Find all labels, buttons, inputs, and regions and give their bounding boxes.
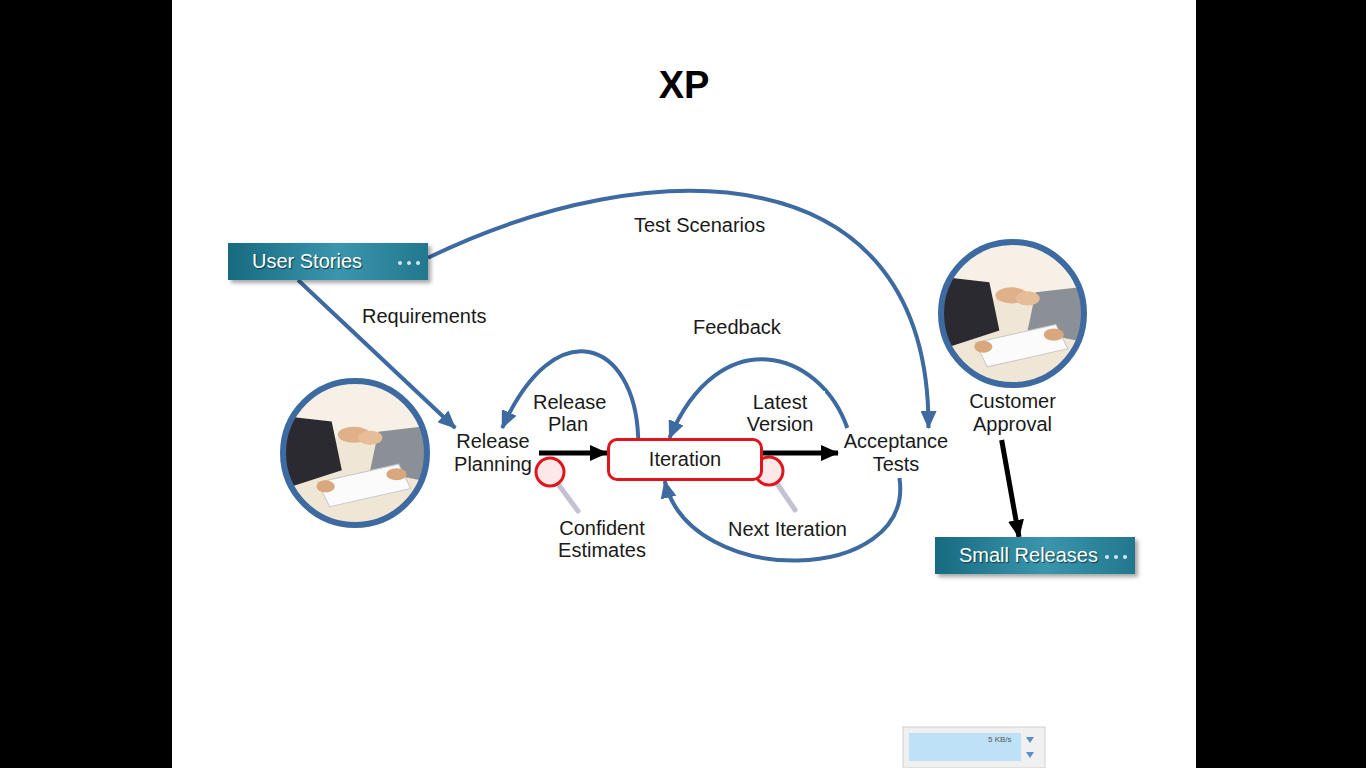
box-text: Iteration xyxy=(610,441,760,478)
connector xyxy=(1002,440,1019,537)
side-bar xyxy=(0,0,172,768)
banner-dot xyxy=(407,261,411,265)
node-text: Acceptance Tests xyxy=(840,430,952,476)
banner-text: User Stories xyxy=(228,243,428,280)
edge-label: Feedback xyxy=(693,316,781,338)
banner-dot xyxy=(1105,555,1109,559)
edge-label: Next Iteration xyxy=(728,518,847,540)
handshake-photo xyxy=(935,238,1090,390)
annotation: Confident Estimates xyxy=(547,517,657,561)
banner-box: Small Releases xyxy=(935,537,1135,574)
circle-caption: Customer Approval xyxy=(935,390,1090,436)
edge-label: Test Scenarios xyxy=(634,214,765,236)
edge-label: Requirements xyxy=(362,305,487,327)
speed-readout: 5 KB/s xyxy=(988,735,1012,745)
banner-dot xyxy=(416,261,420,265)
banner-box: User Stories xyxy=(228,243,428,280)
connector xyxy=(428,191,928,428)
connector xyxy=(763,451,838,456)
banner-text: Small Releases xyxy=(935,537,1135,574)
banner-dot xyxy=(1123,555,1127,559)
side-bar xyxy=(1196,0,1366,768)
handshake-photo xyxy=(279,377,431,529)
photo-circle: Customer Approval xyxy=(935,238,1090,440)
process-box: Iteration xyxy=(607,438,763,481)
speed-widget xyxy=(903,727,1045,768)
edge-label: Latest Version xyxy=(735,391,825,435)
edge-label: Release Plan xyxy=(533,391,603,435)
connector xyxy=(502,351,638,438)
banner-dot xyxy=(1114,555,1118,559)
diagram-title: XP xyxy=(172,62,1196,108)
text-node: Release Planning xyxy=(447,428,539,478)
connector xyxy=(665,478,901,561)
connector xyxy=(298,280,455,428)
node-text: Release Planning xyxy=(449,430,537,476)
banner-dot xyxy=(398,261,402,265)
connector xyxy=(669,359,847,438)
circle-caption-wrap: Customer Approval xyxy=(935,390,1090,436)
connector xyxy=(539,451,607,456)
magnifier-icon xyxy=(536,458,578,511)
text-node: Acceptance Tests xyxy=(838,428,954,478)
